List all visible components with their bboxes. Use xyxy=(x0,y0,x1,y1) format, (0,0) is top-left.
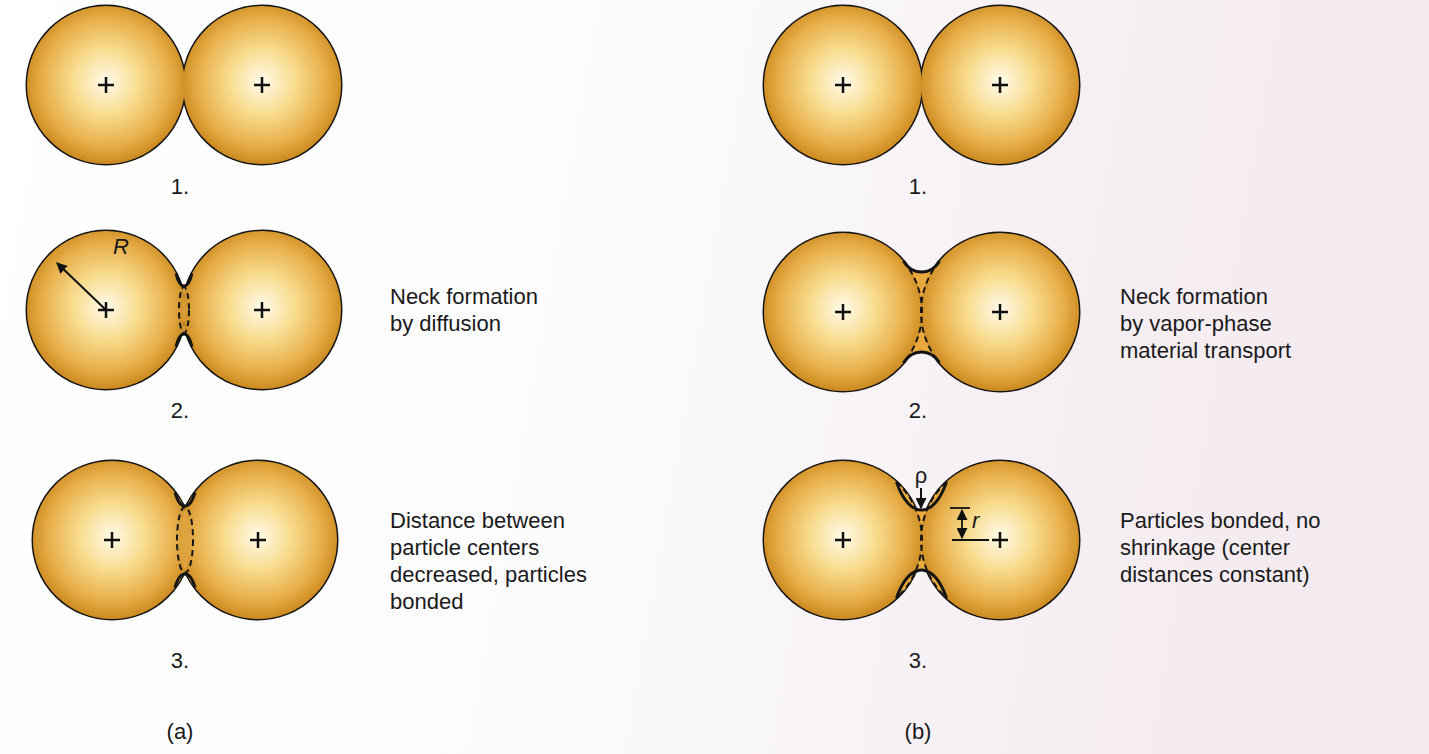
center-mark xyxy=(835,77,851,93)
particle-outline xyxy=(179,461,337,619)
particle-outline xyxy=(764,6,922,164)
neck-outline xyxy=(904,352,940,363)
neck-outline xyxy=(897,570,947,598)
neck-region xyxy=(176,273,192,346)
neck-outline xyxy=(175,574,195,588)
center-mark xyxy=(250,532,266,548)
stage-number: 3. xyxy=(171,647,189,674)
panel-label: (a) xyxy=(167,718,194,745)
center-mark xyxy=(98,77,114,93)
powder-particle xyxy=(183,231,341,389)
step-description: Particles bonded, no shrinkage (center d… xyxy=(1120,507,1360,588)
panel-label: (b) xyxy=(905,718,932,745)
neck-region xyxy=(897,482,947,598)
center-mark xyxy=(992,532,1008,548)
neck-radius-arrow xyxy=(961,510,963,538)
particle-pair xyxy=(764,233,1079,391)
original-particle-boundary xyxy=(897,482,947,598)
center-mark xyxy=(835,304,851,320)
stage-number: 2. xyxy=(171,397,189,424)
particle-pair xyxy=(764,6,1079,164)
neck-outline xyxy=(176,334,192,347)
neck-outline xyxy=(175,492,195,506)
neck-region xyxy=(904,261,940,363)
particle-outline xyxy=(183,231,341,389)
particle-outline xyxy=(921,233,1079,391)
particle-pair xyxy=(27,6,341,164)
center-mark xyxy=(992,77,1008,93)
powder-particle xyxy=(921,6,1079,164)
stage-number: 1. xyxy=(171,173,189,200)
powder-particle xyxy=(33,461,191,619)
step-description: Distance between particle centers decrea… xyxy=(390,507,615,615)
dimension-label: ρ xyxy=(915,462,928,489)
center-mark xyxy=(835,532,851,548)
dimension-label: r xyxy=(972,510,979,532)
center-mark xyxy=(254,77,270,93)
neck-curvature-arrow xyxy=(920,488,922,508)
particle-pair xyxy=(764,461,1079,619)
powder-particle xyxy=(27,6,185,164)
powder-particle xyxy=(764,6,922,164)
particle-outline xyxy=(183,6,341,164)
center-mark xyxy=(992,304,1008,320)
neck-region xyxy=(175,492,195,587)
particle-outline xyxy=(921,6,1079,164)
original-particle-boundary xyxy=(904,261,940,363)
step-description: Neck formation by diffusion xyxy=(390,283,555,337)
center-mark xyxy=(254,302,270,318)
neck-outline xyxy=(904,261,940,272)
particle-outline xyxy=(27,6,185,164)
neck-outline xyxy=(176,273,192,286)
dimension-extension-line xyxy=(952,539,989,541)
powder-particle xyxy=(183,6,341,164)
particle-pair xyxy=(27,231,341,389)
dimension-label: R xyxy=(113,236,129,258)
stage-number: 1. xyxy=(909,173,927,200)
powder-particle xyxy=(921,233,1079,391)
particle-outline xyxy=(33,461,191,619)
powder-particle xyxy=(764,233,922,391)
powder-particle xyxy=(179,461,337,619)
stage-number: 2. xyxy=(909,397,927,424)
particle-pair xyxy=(33,461,337,619)
particle-outline xyxy=(764,233,922,391)
contact-plane xyxy=(179,287,189,333)
contact-plane xyxy=(177,507,193,573)
powder-particle xyxy=(27,231,185,389)
radius-arrow xyxy=(57,263,106,310)
step-description: Neck formation by vapor-phase material t… xyxy=(1120,283,1296,364)
particle-outline xyxy=(27,231,185,389)
center-mark xyxy=(104,532,120,548)
stage-number: 3. xyxy=(909,647,927,674)
dimension-extension-line xyxy=(950,507,970,509)
